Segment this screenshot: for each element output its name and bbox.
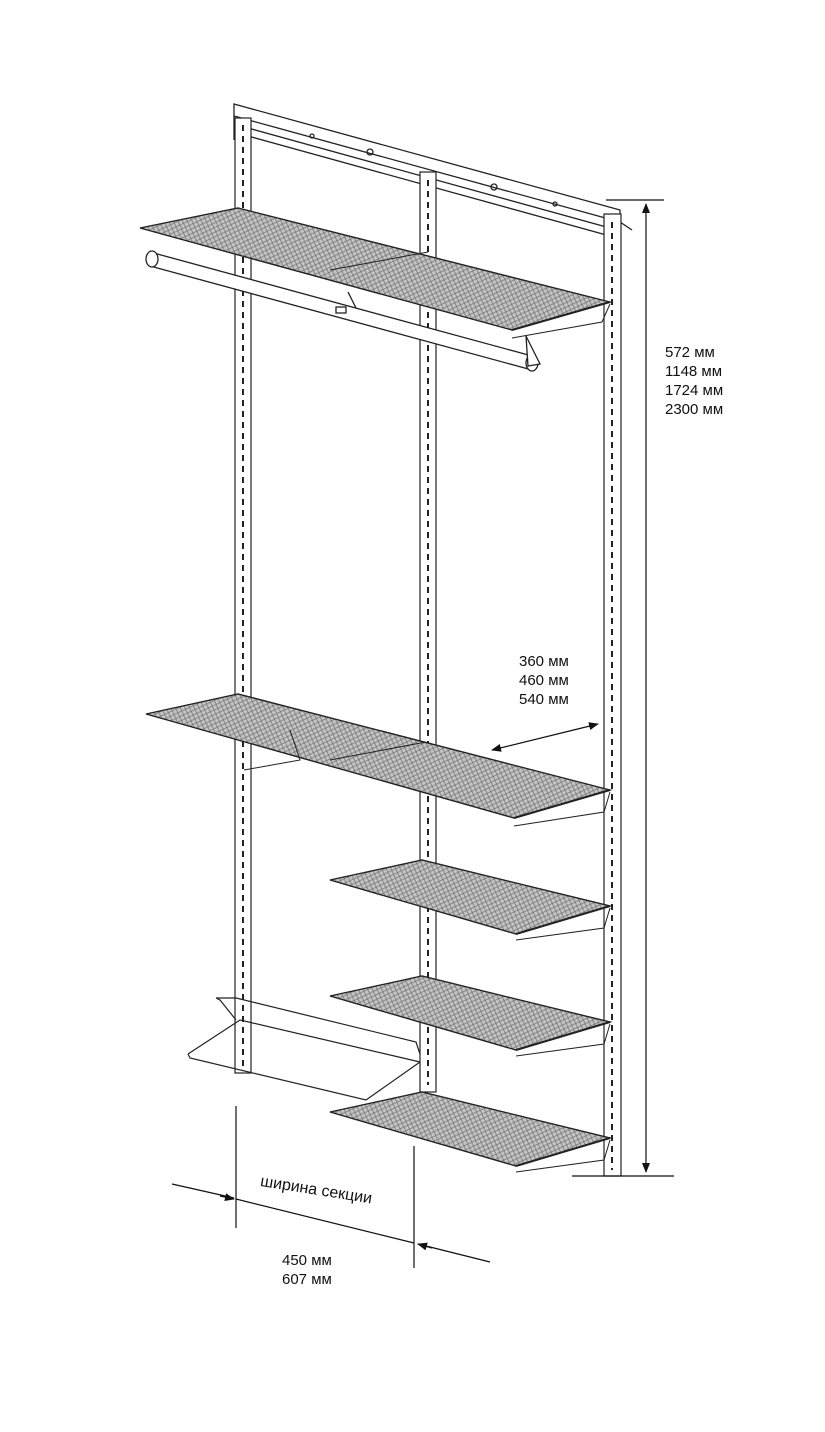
upright-middle — [419, 171, 437, 1093]
long-shelf — [145, 693, 613, 827]
height-dimension — [572, 199, 674, 1177]
depth-label-3: 540 мм — [519, 691, 569, 708]
width-label-2: 607 мм — [282, 1271, 332, 1288]
height-labels: 572 мм 1148 мм 1724 мм 2300 мм — [665, 343, 723, 419]
upright-right — [603, 213, 622, 1177]
arrow-icon — [219, 1193, 235, 1202]
arrow-icon — [417, 1242, 433, 1251]
upright-left — [234, 117, 252, 1074]
depth-label-2: 460 мм — [519, 672, 569, 689]
arrow-icon — [491, 722, 599, 752]
depth-labels: 360 мм 460 мм 540 мм — [519, 652, 569, 709]
height-label-1: 572 мм — [665, 344, 715, 361]
trouser-rack — [187, 997, 421, 1101]
shelf-5 — [329, 1091, 613, 1173]
height-label-3: 1724 мм — [665, 382, 724, 399]
shelf-3 — [329, 859, 613, 941]
height-label-4: 2300 мм — [665, 401, 724, 418]
depth-label-1: 360 мм — [519, 653, 569, 670]
width-dimension — [171, 1106, 491, 1268]
hanging-rod — [145, 250, 541, 372]
depth-dimension — [491, 722, 599, 752]
height-label-2: 1148 мм — [665, 363, 723, 380]
width-label-1: 450 мм — [282, 1252, 332, 1269]
top-shelf — [139, 207, 613, 339]
width-labels: 450 мм 607 мм — [282, 1251, 332, 1289]
shelf-4 — [329, 975, 613, 1057]
